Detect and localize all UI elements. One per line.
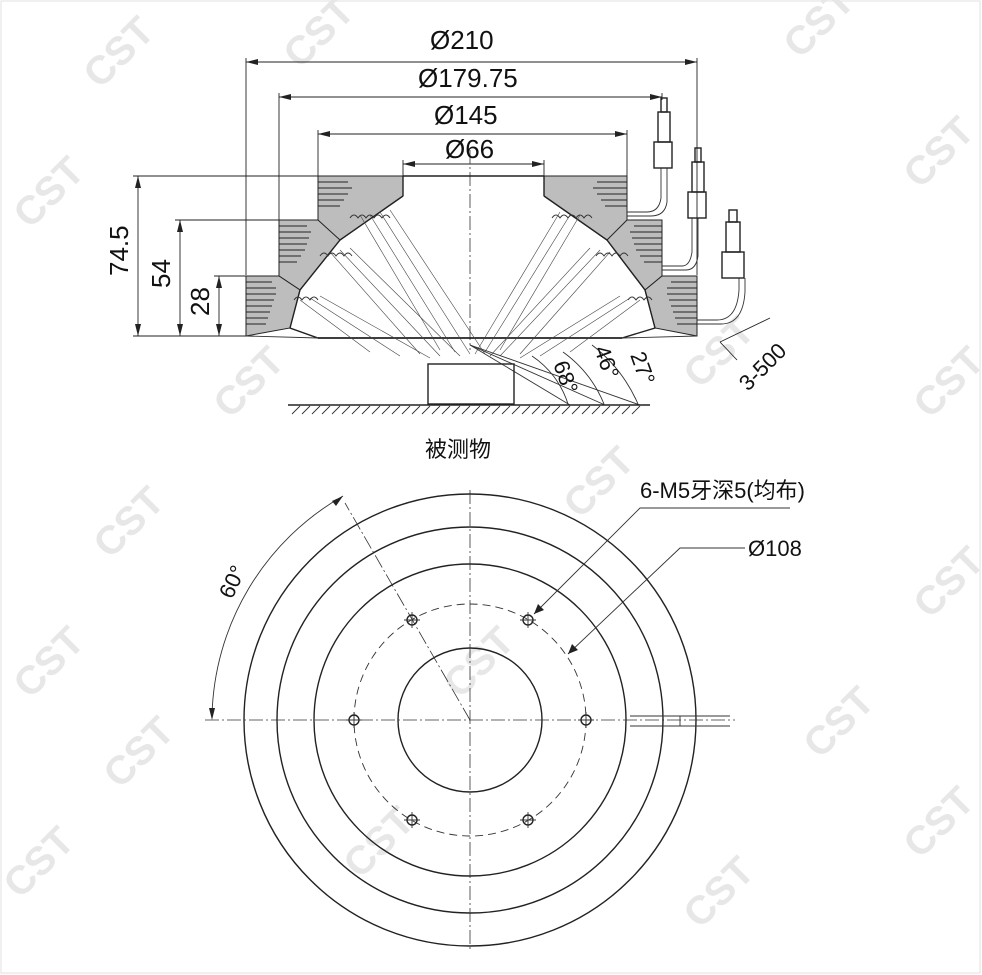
watermark-text: CST xyxy=(905,339,982,427)
watermark-text: CST xyxy=(335,799,423,887)
watermark-text: CST xyxy=(85,479,173,567)
mounting-holes xyxy=(346,612,594,828)
dim-diameter-179: Ø179.75 xyxy=(418,63,518,93)
watermark-text: CST xyxy=(205,339,293,427)
watermark-text: CST xyxy=(0,819,83,907)
hole-angle-label: 60° xyxy=(214,561,251,602)
watermark-text: CST xyxy=(5,149,93,237)
watermark-text: CST xyxy=(905,539,982,627)
watermark-text: CST xyxy=(555,439,643,527)
dim-height-54: 54 xyxy=(146,259,176,288)
thread-note-label: 6-M5牙深5(均布) xyxy=(640,478,805,503)
watermark-text: CST xyxy=(275,0,363,76)
height-dimensions: 74.5 54 28 xyxy=(104,175,318,337)
angle-68: 68° xyxy=(548,357,583,397)
watermark-text: CST xyxy=(5,619,93,707)
watermark-text: CST xyxy=(75,9,163,97)
top-dimensions: Ø210 Ø179.75 Ø145 Ø66 xyxy=(245,25,698,275)
watermark-text: CST xyxy=(435,619,523,707)
object-label: 被测物 xyxy=(425,437,491,462)
watermark-text: CST xyxy=(895,109,982,197)
angle-27: 27° xyxy=(625,348,660,388)
leaders: 6-M5牙深5(均布) Ø108 xyxy=(533,478,805,655)
angled-center-line xyxy=(344,502,471,721)
dim-diameter-210: Ø210 xyxy=(430,25,494,55)
light-body xyxy=(245,175,698,339)
dim-height-74: 74.5 xyxy=(104,225,134,276)
angle-46: 46° xyxy=(589,342,624,382)
watermark-text: CST xyxy=(95,709,183,797)
dim-diameter-145: Ø145 xyxy=(434,100,498,130)
angle-annotations: 68° 46° 27° xyxy=(469,342,660,406)
dim-height-28: 28 xyxy=(185,287,215,316)
watermark-text: CST xyxy=(795,679,883,767)
watermark-text: CST xyxy=(775,0,863,66)
dim-diameter-66: Ø66 xyxy=(445,134,494,164)
cable-exit xyxy=(630,715,730,727)
watermark-text: CST xyxy=(895,779,982,867)
watermark-text: CST xyxy=(675,849,763,937)
bolt-circle-label: Ø108 xyxy=(748,536,802,561)
test-object: 被测物 xyxy=(288,363,650,462)
top-view: 60° 6-M5牙深5(均布) Ø108 xyxy=(205,478,805,950)
light-rays xyxy=(299,209,641,359)
